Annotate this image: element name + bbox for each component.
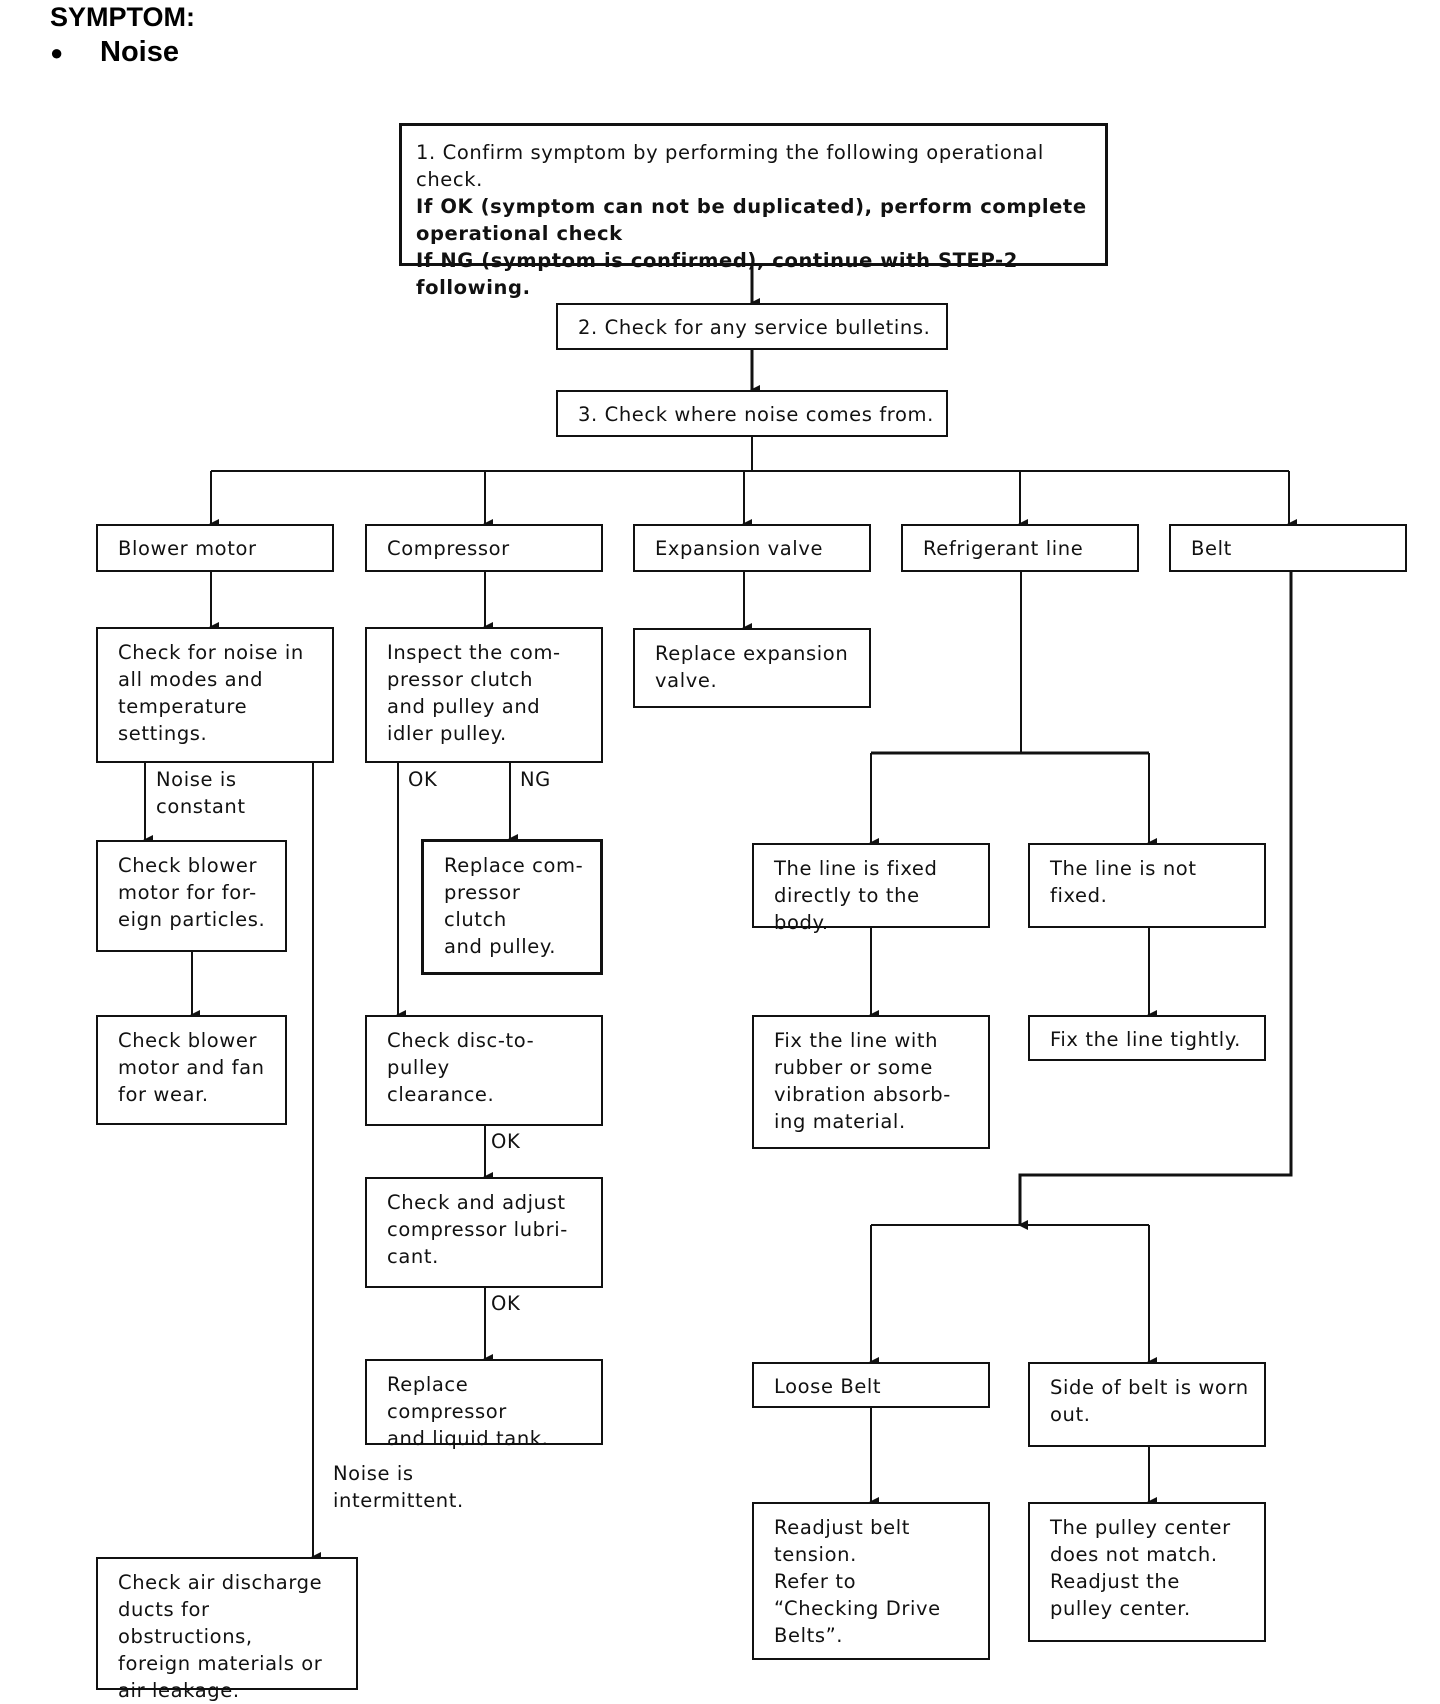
- step1-confirm-symptom-box: 1. Confirm symptom by performing the fol…: [399, 123, 1108, 299]
- blower-foreign-particles-box: Check blower motor for for- eign particl…: [96, 840, 287, 952]
- category-refrigerant-line: Refrigerant line: [901, 524, 1139, 572]
- loose-belt-box: Loose Belt: [752, 1362, 990, 1408]
- line-not-fixed-box: The line is not fixed.: [1028, 843, 1266, 928]
- step1-line3: operational check: [416, 222, 623, 245]
- compressor-inspect-clutch-box: Inspect the com- pressor clutch and pull…: [365, 627, 603, 763]
- blower-check-modes-box: Check for noise in all modes and tempera…: [96, 627, 334, 763]
- category-blower-motor: Blower motor: [96, 524, 334, 572]
- step1-line4: If NG (symptom is confirmed), continue w…: [416, 249, 1018, 299]
- compressor-replace-clutch-box: Replace com- pressor clutch and pulley.: [421, 839, 603, 975]
- connector-belt-trunk: [1018, 572, 1293, 1230]
- readjust-pulley-center-box: The pulley center does not match. Readju…: [1028, 1502, 1266, 1642]
- label-ok-lubricant: OK: [491, 1292, 521, 1315]
- fix-line-tightly-box: Fix the line tightly.: [1028, 1015, 1266, 1061]
- bullet-icon: ●: [50, 40, 64, 65]
- belt-side-worn-box: Side of belt is worn out.: [1028, 1362, 1266, 1447]
- compressor-replace-box: Replace compressor and liquid tank.: [365, 1359, 603, 1450]
- readjust-belt-tension-box: Readjust belt tension. Refer to “Checkin…: [752, 1502, 990, 1660]
- label-ok-inspect: OK: [408, 768, 438, 791]
- compressor-disc-clearance-box: Check disc-to-pulley clearance.: [365, 1015, 603, 1126]
- air-discharge-ducts-box: Check air discharge ducts for obstructio…: [96, 1557, 358, 1702]
- line-fixed-to-body-box: The line is fixed directly to the body.: [752, 843, 990, 934]
- fix-line-rubber-box: Fix the line with rubber or some vibrati…: [752, 1015, 990, 1149]
- label-noise-intermittent: Noise is intermittent.: [333, 1462, 464, 1512]
- category-belt: Belt: [1169, 524, 1407, 572]
- label-ng-inspect: NG: [520, 768, 551, 791]
- label-ok-disc-clearance: OK: [491, 1130, 521, 1153]
- step1-line1: 1. Confirm symptom by performing the fol…: [416, 141, 1044, 191]
- symptom-name: Noise: [100, 36, 179, 68]
- compressor-lubricant-box: Check and adjust compressor lubri- cant.: [365, 1177, 603, 1288]
- step3-noise-source-box: 3. Check where noise comes from.: [556, 390, 948, 437]
- category-compressor: Compressor: [365, 524, 603, 572]
- step1-line2: If OK (symptom can not be duplicated), p…: [416, 195, 1087, 218]
- blower-fan-wear-box: Check blower motor and fan for wear.: [96, 1015, 287, 1125]
- expansion-valve-replace-box: Replace expansion valve.: [633, 628, 871, 708]
- symptom-heading: SYMPTOM:: [50, 2, 196, 32]
- label-noise-constant: Noise is constant: [156, 768, 246, 818]
- step2-service-bulletins-box: 2. Check for any service bulletins.: [556, 303, 948, 350]
- category-expansion-valve: Expansion valve: [633, 524, 871, 572]
